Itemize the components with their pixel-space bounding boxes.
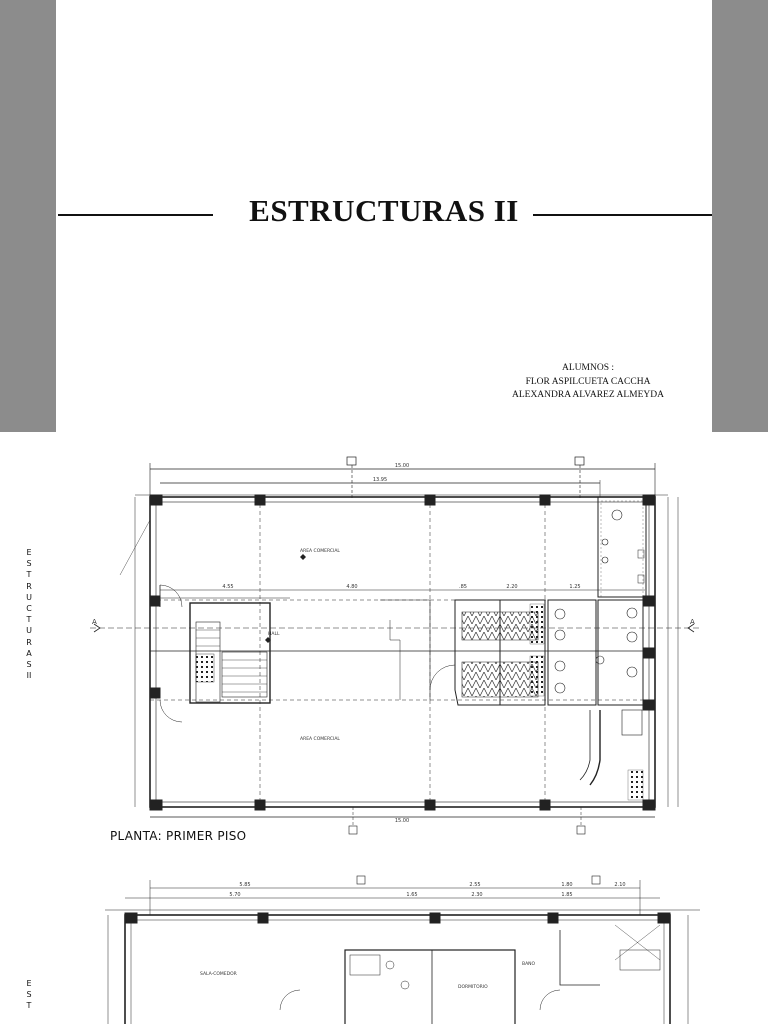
side-letter: U — [26, 626, 32, 636]
right-gray-strip — [712, 0, 768, 432]
dim-value: 4.80 — [346, 584, 357, 590]
students-label: ALUMNOS : — [562, 363, 614, 373]
plan-primer-piso-text: 15.00 13.95 15.00 4.55 4.80 .85 2.20 1.2… — [92, 463, 695, 824]
dim-total-top: 15.00 — [395, 463, 409, 469]
plan-second-floor — [105, 875, 700, 1024]
side-letter: S — [26, 660, 32, 670]
dim-value: 2.30 — [471, 892, 482, 898]
axis-label: A — [92, 618, 97, 626]
dim-value: 1.85 — [561, 892, 572, 898]
dim-value: 2.20 — [506, 584, 517, 590]
dim-value: 5.85 — [239, 882, 250, 888]
room-label: DORMITORIO — [458, 984, 488, 990]
side-letter: T — [26, 570, 32, 580]
dim-value: 1.25 — [569, 584, 580, 590]
plan-caption: PLANTA: PRIMER PISO — [110, 829, 247, 843]
dim-value: .85 — [459, 584, 467, 590]
dim-inner-top: 13.95 — [373, 477, 387, 483]
side-letter: E — [26, 979, 32, 988]
students-block: ALUMNOS : FLOR ASPILCUETA CACCHA ALEXAND… — [482, 362, 694, 403]
side-letter: A — [26, 648, 32, 658]
dim-value: 2.55 — [469, 882, 480, 888]
room-label: AREA COMERCIAL — [300, 736, 340, 742]
title-rule-right — [533, 214, 712, 216]
student-name: ALEXANDRA ALVAREZ ALMEYDA — [511, 390, 664, 400]
side-letter: T — [26, 1001, 32, 1011]
vertical-side-label-2: E S T — [22, 978, 36, 1012]
side-letter: E — [26, 548, 32, 557]
axis-label: A — [690, 618, 695, 626]
document-title: ESTRUCTURAS II — [249, 193, 519, 228]
room-label: HALL — [268, 631, 280, 637]
side-letter: C — [26, 604, 32, 614]
dim-value: 1.80 — [561, 882, 572, 888]
side-letter: II — [26, 671, 32, 681]
plan-second-floor-text: 5.85 2.55 1.80 2.10 5.70 1.65 2.30 1.85 … — [200, 882, 626, 990]
side-letter: R — [26, 637, 32, 647]
vertical-side-label: E S T R U C T U R A S II — [22, 547, 36, 681]
room-label: SALA-COMEDOR — [200, 971, 237, 977]
side-letter: S — [26, 990, 32, 1000]
side-letter: R — [26, 581, 32, 591]
side-letter: S — [26, 559, 32, 569]
plan-primer-piso — [90, 456, 700, 835]
student-name: FLOR ASPILCUETA CACCHA — [525, 376, 651, 387]
dim-value: 2.10 — [614, 882, 625, 888]
room-label: AREA COMERCIAL — [300, 548, 340, 554]
room-label: BANO — [522, 961, 536, 967]
left-gray-strip — [0, 0, 56, 432]
dim-value: 1.65 — [406, 892, 417, 898]
dim-value: 4.55 — [222, 584, 233, 590]
side-letter: T — [26, 615, 32, 625]
dim-value: 5.70 — [229, 892, 240, 898]
dim-total-bottom: 15.00 — [395, 818, 409, 824]
side-letter: U — [26, 592, 32, 602]
title-rule-left — [58, 214, 213, 216]
